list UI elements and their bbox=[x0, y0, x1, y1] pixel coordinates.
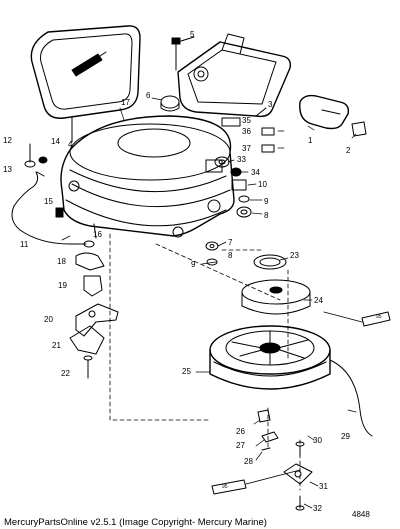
callout-8a: 8 bbox=[264, 211, 269, 220]
callout-36: 36 bbox=[242, 127, 251, 136]
callout-95b: 95 bbox=[222, 484, 228, 490]
callout-28: 28 bbox=[244, 457, 253, 466]
callout-31: 31 bbox=[319, 482, 328, 491]
callout-9b: 9 bbox=[191, 260, 196, 269]
part-label-35 bbox=[221, 117, 241, 127]
callout-3: 3 bbox=[268, 100, 273, 109]
callout-32: 32 bbox=[313, 504, 322, 513]
callout-17: 17 bbox=[121, 98, 130, 107]
callout-95a: 95 bbox=[376, 314, 382, 320]
callout-15: 15 bbox=[44, 197, 53, 206]
part-handle-housing bbox=[171, 33, 292, 118]
part-rewind-pulley bbox=[209, 325, 373, 437]
callout-8b: 8 bbox=[228, 251, 233, 260]
callout-1: 1 bbox=[308, 136, 313, 145]
callout-20: 20 bbox=[44, 315, 53, 324]
part-starter-housing bbox=[60, 115, 235, 238]
callout-19: 19 bbox=[58, 281, 67, 290]
callout-33: 33 bbox=[237, 155, 246, 164]
callout-30: 30 bbox=[313, 436, 322, 445]
part-label-36 bbox=[261, 127, 275, 136]
callout-12: 12 bbox=[3, 136, 12, 145]
callout-25: 25 bbox=[182, 367, 191, 376]
part-starter-handle bbox=[255, 94, 367, 137]
callout-11: 11 bbox=[20, 240, 29, 249]
dashed-leaders bbox=[109, 233, 301, 491]
callout-34: 34 bbox=[251, 168, 260, 177]
part-lube-tube bbox=[211, 311, 391, 495]
part-pawls bbox=[257, 409, 279, 451]
callout-27: 27 bbox=[236, 441, 245, 450]
callout-14: 14 bbox=[51, 137, 60, 146]
part-spring-housing bbox=[241, 279, 311, 315]
callout-37: 37 bbox=[242, 144, 251, 153]
callout-6: 6 bbox=[146, 91, 151, 100]
part-decal bbox=[30, 25, 141, 143]
part-cam-assembly bbox=[283, 441, 313, 511]
figure-number: 4848 bbox=[352, 510, 370, 519]
callout-24: 24 bbox=[314, 296, 323, 305]
callout-4: 4 bbox=[68, 140, 73, 149]
part-bushing bbox=[160, 95, 180, 109]
part-bushing-side bbox=[160, 101, 180, 112]
callout-16: 16 bbox=[93, 230, 102, 239]
callout-29: 29 bbox=[341, 432, 350, 441]
footer-credit: MercuryPartsOnline v2.5.1 (Image Copyrig… bbox=[4, 517, 267, 528]
callout-22: 22 bbox=[61, 369, 70, 378]
part-small-hardware-left bbox=[11, 143, 97, 248]
callout-35: 35 bbox=[242, 116, 251, 125]
callout-leaders bbox=[61, 97, 357, 509]
callout-18: 18 bbox=[57, 257, 66, 266]
callout-9a: 9 bbox=[264, 197, 269, 206]
callout-21: 21 bbox=[52, 341, 61, 350]
callout-10: 10 bbox=[258, 180, 267, 189]
callout-5: 5 bbox=[190, 30, 195, 39]
callout-7: 7 bbox=[228, 238, 233, 247]
callout-26: 26 bbox=[236, 427, 245, 436]
part-spring bbox=[253, 254, 287, 270]
callout-23: 23 bbox=[290, 251, 299, 260]
part-brackets-left bbox=[69, 252, 119, 379]
callout-2: 2 bbox=[346, 146, 351, 155]
part-label-37 bbox=[261, 144, 275, 153]
callout-13: 13 bbox=[3, 165, 12, 174]
